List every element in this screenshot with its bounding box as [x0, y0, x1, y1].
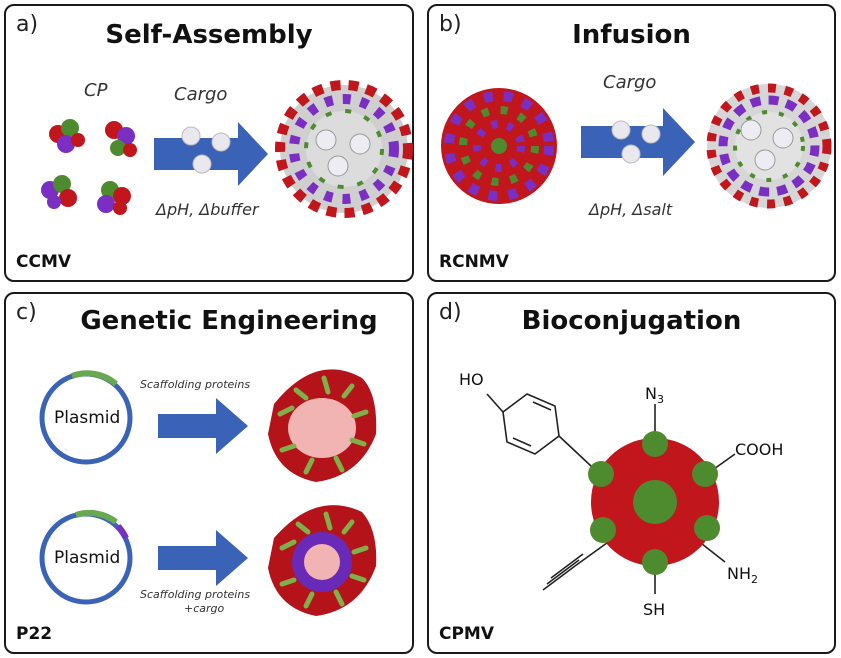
phenol-structure — [486, 393, 592, 467]
panel-genetic-engineering: c) Genetic Engineering Plasmid Pla — [4, 292, 414, 654]
panel-title: Bioconjugation — [521, 306, 742, 336]
condition-label: ΔpH, Δsalt — [589, 200, 673, 219]
cargo-sphere — [211, 132, 231, 152]
virus-name: RCNMV — [439, 252, 509, 272]
arrow-label: Scaffolding proteins — [140, 588, 251, 601]
virus-name: P22 — [16, 624, 53, 644]
capsid-protein-dimer — [41, 175, 77, 209]
cargo-label: Cargo — [603, 72, 657, 93]
arrow-label: Scaffolding proteins — [140, 378, 251, 391]
process-arrow — [158, 398, 248, 454]
thiol-label: SH — [643, 600, 666, 619]
cargo-sphere — [611, 120, 631, 140]
capsid-protein-dimer — [97, 181, 131, 215]
panel-infusion: b) Infusion Cargo ΔpH, Δsalt RCNMV — [427, 4, 836, 282]
loaded-capsid — [706, 83, 832, 209]
bioconjugation-illustration — [486, 393, 736, 594]
azide-label: N3 — [645, 384, 664, 407]
virus-name: CCMV — [16, 252, 72, 272]
panel-title: Genetic Engineering — [80, 306, 378, 336]
panel-letter: b) — [439, 12, 462, 37]
assembled-capsid — [275, 80, 413, 218]
linker-bonds — [542, 404, 736, 594]
condition-label: ΔpH, Δbuffer — [156, 200, 259, 219]
arrow-label: +cargo — [184, 602, 225, 615]
cargo-sphere — [621, 144, 641, 164]
self-assembly-illustration — [41, 80, 413, 218]
panel-letter: d) — [439, 300, 462, 325]
panel-letter: a) — [16, 12, 39, 37]
carboxyl-label: COOH — [735, 440, 784, 459]
capsid-protein-dimer — [49, 119, 85, 153]
plasmid-ring — [39, 510, 133, 605]
cargo-sphere — [192, 154, 212, 174]
virus-name: CPMV — [439, 624, 495, 644]
process-arrow — [154, 122, 268, 186]
genetic-engineering-illustration — [39, 369, 377, 616]
process-arrow — [158, 530, 248, 586]
capsid-protein-dimer — [105, 121, 137, 157]
plasmid-label: Plasmid — [54, 408, 121, 428]
cargo-sphere — [641, 124, 661, 144]
cpmv-capsid — [588, 431, 720, 575]
cargo-label: Cargo — [174, 84, 228, 105]
p22-capsid-with-cargo — [268, 505, 377, 616]
panel-bioconjugation: d) Bioconjugation — [427, 292, 836, 654]
panel-title: Self-Assembly — [105, 20, 313, 50]
panel-letter: c) — [16, 300, 37, 325]
infusion-illustration — [441, 83, 832, 209]
plasmid-ring — [39, 370, 133, 465]
process-arrow — [581, 108, 695, 176]
panel-title: Infusion — [572, 20, 691, 50]
cargo-sphere — [181, 126, 201, 146]
plasmid-label: Plasmid — [54, 548, 121, 568]
amine-label: NH2 — [727, 564, 758, 587]
panel-self-assembly: a) Self-Assembly CP Cargo ΔpH, Δbuffer C… — [4, 4, 414, 282]
p22-capsid-with-scaffold — [268, 369, 377, 482]
cp-label: CP — [84, 80, 108, 101]
intact-capsid — [441, 88, 557, 204]
hydroxyl-label: HO — [459, 370, 484, 389]
